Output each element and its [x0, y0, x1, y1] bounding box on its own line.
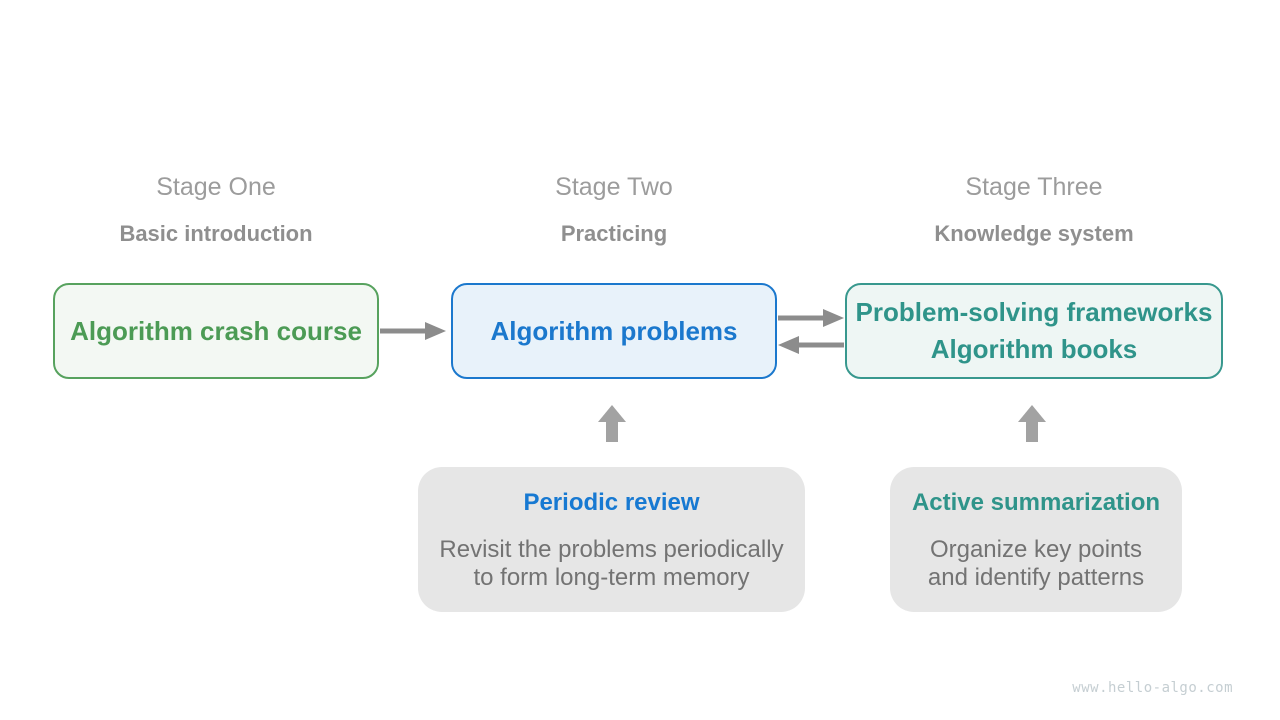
- stage-three-title: Stage Three: [965, 173, 1103, 201]
- active-summarization-body-line-1: Organize key points: [929, 536, 1143, 563]
- periodic-review-body-line-2: to form long-term memory: [473, 564, 750, 591]
- periodic-review-body-line-1: Revisit the problems periodically: [439, 536, 784, 563]
- arrow-up-review-icon: [598, 405, 626, 442]
- periodic-review-body: Revisit the problems periodically to for…: [418, 536, 805, 592]
- stage-two-subtitle: Practicing: [560, 221, 668, 246]
- periodic-review-card: Periodic review Revisit the problems per…: [418, 467, 805, 612]
- stage-three-box-label-2: Algorithm books: [930, 334, 1138, 364]
- arrow-right-stage1-to-stage2-icon: [380, 322, 446, 340]
- stage-one-box-label: Algorithm crash course: [70, 315, 362, 346]
- active-summarization-title: Active summarization: [911, 489, 1161, 516]
- periodic-review-title: Periodic review: [523, 489, 700, 516]
- site-watermark: www.hello-algo.com: [1072, 680, 1233, 696]
- active-summarization-body-line-2: and identify patterns: [927, 564, 1145, 591]
- arrow-left-stage3-to-stage2-icon: [778, 336, 844, 354]
- arrow-up-summarization-icon: [1018, 405, 1046, 442]
- stage-three-box: Problem-solving frameworks Algorithm boo…: [845, 283, 1223, 379]
- active-summarization-card: Active summarization Organize key points…: [890, 467, 1182, 612]
- stage-three-subtitle: Knowledge system: [934, 221, 1134, 246]
- stage-one-subtitle: Basic introduction: [119, 221, 313, 246]
- stage-one-box: Algorithm crash course: [53, 283, 379, 379]
- stage-one-title: Stage One: [156, 173, 276, 201]
- stage-two-box: Algorithm problems: [451, 283, 777, 379]
- active-summarization-body: Organize key points and identify pattern…: [890, 536, 1182, 592]
- stage-two-title: Stage Two: [555, 173, 673, 201]
- arrow-right-stage2-to-stage3-icon: [778, 309, 844, 327]
- stage-two-box-label: Algorithm problems: [490, 315, 738, 346]
- stage-three-box-label-1: Problem-solving frameworks: [855, 297, 1213, 327]
